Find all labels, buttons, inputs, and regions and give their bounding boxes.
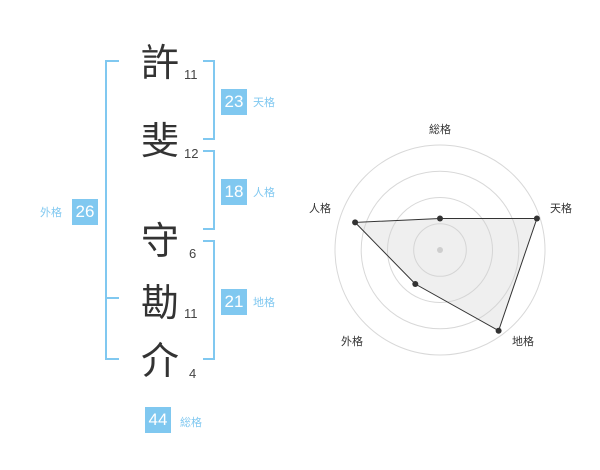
soukaku-value: 44 bbox=[145, 407, 171, 433]
char-5: 介 bbox=[141, 339, 180, 383]
gaikaku-label: 外格 bbox=[40, 206, 62, 219]
radar-ring bbox=[413, 223, 467, 277]
char-5-strokes: 4 bbox=[189, 366, 197, 381]
char-3-strokes: 6 bbox=[189, 246, 197, 261]
radar-point-2 bbox=[533, 215, 540, 222]
char-1-strokes: 11 bbox=[184, 67, 198, 82]
char-4: 勘 bbox=[141, 281, 180, 325]
char-4-strokes: 11 bbox=[184, 306, 198, 321]
radar-point-3 bbox=[495, 327, 502, 334]
tenkaku-value: 23 bbox=[221, 89, 247, 115]
soukaku-label: 総格 bbox=[180, 416, 202, 429]
radar-chart bbox=[334, 144, 546, 356]
radar-point-5 bbox=[352, 219, 359, 226]
radar-center bbox=[437, 247, 443, 253]
gaikaku-value: 26 bbox=[72, 199, 98, 225]
axis-label-chikaku: 地格 bbox=[512, 335, 534, 348]
char-2-strokes: 12 bbox=[184, 146, 199, 161]
radar-point-4 bbox=[412, 281, 419, 287]
radar-ring bbox=[360, 170, 520, 330]
axis-label-jinkaku: 人格 bbox=[309, 202, 331, 215]
radar-ring bbox=[334, 144, 546, 356]
tenkaku-label: 天格 bbox=[253, 96, 275, 109]
axis-label-gaikaku: 外格 bbox=[341, 335, 363, 348]
radar-ring bbox=[387, 197, 493, 303]
char-1: 許 bbox=[141, 41, 180, 85]
jinkaku-label: 人格 bbox=[253, 186, 275, 199]
jinkaku-value: 18 bbox=[221, 179, 247, 205]
radar-polygon bbox=[353, 218, 538, 332]
char-3: 守 bbox=[141, 219, 180, 263]
axis-label-tenkaku: 天格 bbox=[550, 202, 572, 215]
radar-point-1 bbox=[437, 215, 443, 222]
chikaku-label: 地格 bbox=[253, 296, 275, 309]
char-2: 斐 bbox=[141, 119, 180, 163]
chikaku-value: 21 bbox=[221, 289, 247, 315]
axis-label-soukaku: 総格 bbox=[429, 123, 451, 136]
